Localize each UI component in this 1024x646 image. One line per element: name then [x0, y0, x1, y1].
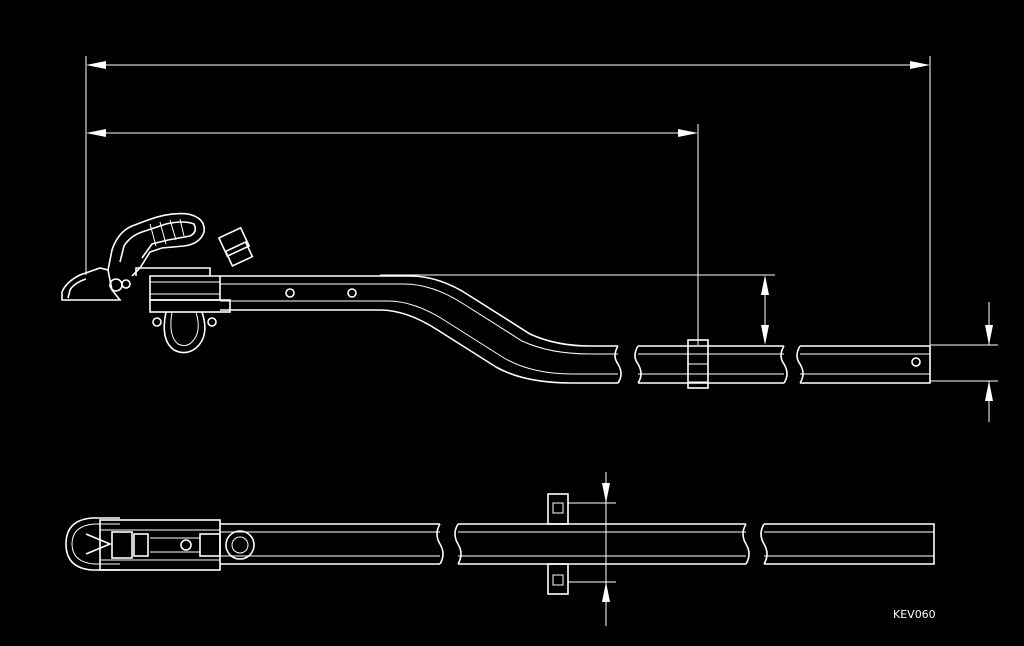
drawbar-tube-top-view: [220, 493, 935, 595]
overall-length-dimension: [85, 56, 931, 345]
clamp-width-dimension: [568, 472, 616, 626]
drawing-reference-code: KEV060: [893, 608, 936, 621]
coupling-head-side-view: [61, 212, 254, 354]
offset-height-dimension: [380, 274, 775, 345]
tube-height-dimension: [930, 302, 998, 422]
drawbar-tube-side-view: [220, 275, 931, 389]
clamp-position-dimension: [86, 124, 699, 345]
coupling-top-view: [65, 517, 255, 571]
